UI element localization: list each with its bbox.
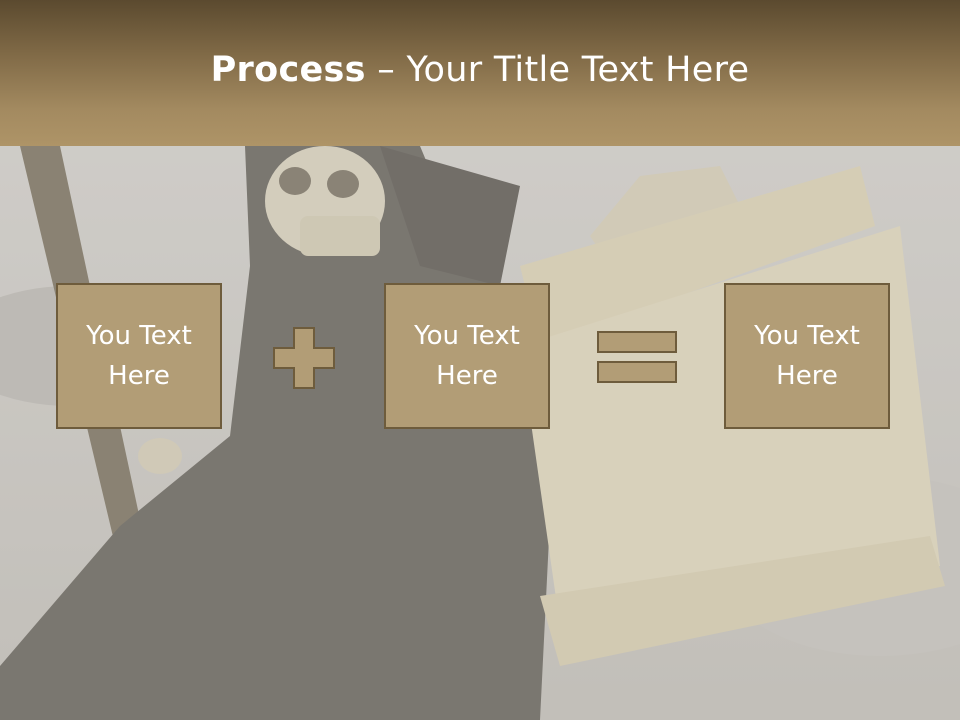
title-separator: – (365, 50, 407, 90)
plus-icon (273, 327, 335, 389)
equals-icon (597, 331, 677, 383)
process-box-1[interactable]: You Text Here (56, 283, 222, 429)
slide-title: Process – Your Title Text Here (0, 50, 960, 90)
title-rest: Your Title Text Here (406, 50, 750, 90)
process-box-3-text: You Text Here (754, 321, 860, 391)
title-bar: Process – Your Title Text Here (0, 0, 960, 146)
process-box-1-text: You Text Here (86, 321, 192, 391)
title-bold: Process (210, 50, 366, 90)
grim-reaper-scroll-illustration (0, 146, 960, 720)
process-box-3[interactable]: You Text Here (724, 283, 890, 429)
process-box-2-text: You Text Here (414, 321, 520, 391)
background-wash (0, 146, 960, 720)
process-box-2[interactable]: You Text Here (384, 283, 550, 429)
